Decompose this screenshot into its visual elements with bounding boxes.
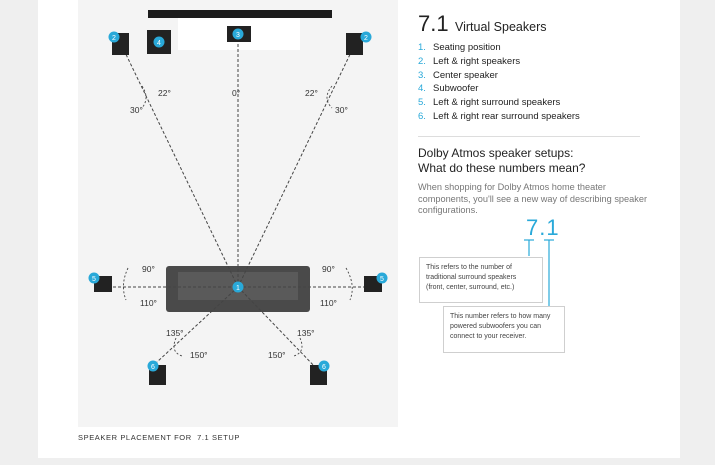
svg-text:5: 5 [92,276,96,283]
badge-surround-right: 5 [376,272,388,284]
angle-rl-a: 135° [166,328,184,338]
svg-text:6: 6 [151,364,155,371]
angle-center: 0° [232,88,240,98]
speaker-diagram: 1 2 2 3 4 5 5 6 6 0° 22° 30° 22° 30° 90°… [78,0,398,427]
angle-fr-outer: 30° [335,105,348,115]
badge-rear-left: 6 [147,360,159,372]
angle-sl-b: 110° [140,298,157,308]
badge-front-right: 2 [360,31,372,43]
angle-rl-b: 150° [190,350,208,360]
badge-center: 3 [232,28,244,40]
angle-sr-a: 90° [322,264,335,274]
front-right-speaker [346,33,363,55]
angle-fl-inner: 22° [158,88,171,98]
angle-labels: 0° 22° 30° 22° 30° 90° 110° 90° 110° 135… [130,88,348,360]
svg-text:5: 5 [380,276,384,283]
legend-item: 3.Center speaker [418,69,498,81]
angle-rr-b: 150° [268,350,286,360]
legend-item: 1.Seating position [418,42,501,53]
svg-text:2: 2 [364,35,368,42]
explain-box-channels: This refers to the number of traditional… [419,257,543,303]
callout-lines [524,239,554,306]
angle-sl-a: 90° [142,264,155,274]
badge-sub: 4 [153,36,165,48]
diagram-caption: SPEAKER PLACEMENT FOR 7.1 SETUP [78,433,241,442]
angle-fl-outer: 30° [130,105,143,115]
tv-screen [148,10,332,18]
angle-fr-inner: 22° [305,88,318,98]
legend-item: 5.Left & right surround speakers [418,97,561,109]
badge-surround-left: 5 [88,272,100,284]
svg-text:2: 2 [112,35,116,42]
divider [418,136,640,137]
svg-text:1: 1 [236,285,240,292]
description-text: When shopping for Dolby Atmos home theat… [418,182,648,215]
legend-item: 2.Left & right speakers [418,55,521,67]
angle-rr-a: 135° [297,328,315,338]
legend-list: 1.Seating position 2.Left & right speake… [418,41,580,124]
title-number: 7.1 [418,11,449,36]
badge-front-left: 2 [108,31,120,43]
svg-text:4: 4 [157,40,161,47]
legend-item: 4.Subwoofer [418,83,479,95]
svg-text:3: 3 [236,32,240,39]
title-text: Virtual Speakers [455,20,547,34]
badge-rear-right: 6 [318,360,330,372]
angle-arcs [123,85,353,357]
big-number: 7.1 [526,215,560,240]
svg-text:6: 6 [322,364,326,371]
question-heading: Dolby Atmos speaker setups: What do thes… [418,146,586,175]
explain-box-subwoofers: This number refers to how many powered s… [443,306,565,353]
legend-item: 6.Left & right rear surround speakers [418,110,580,122]
angle-sr-b: 110° [320,298,337,308]
badge-seat: 1 [232,281,244,293]
